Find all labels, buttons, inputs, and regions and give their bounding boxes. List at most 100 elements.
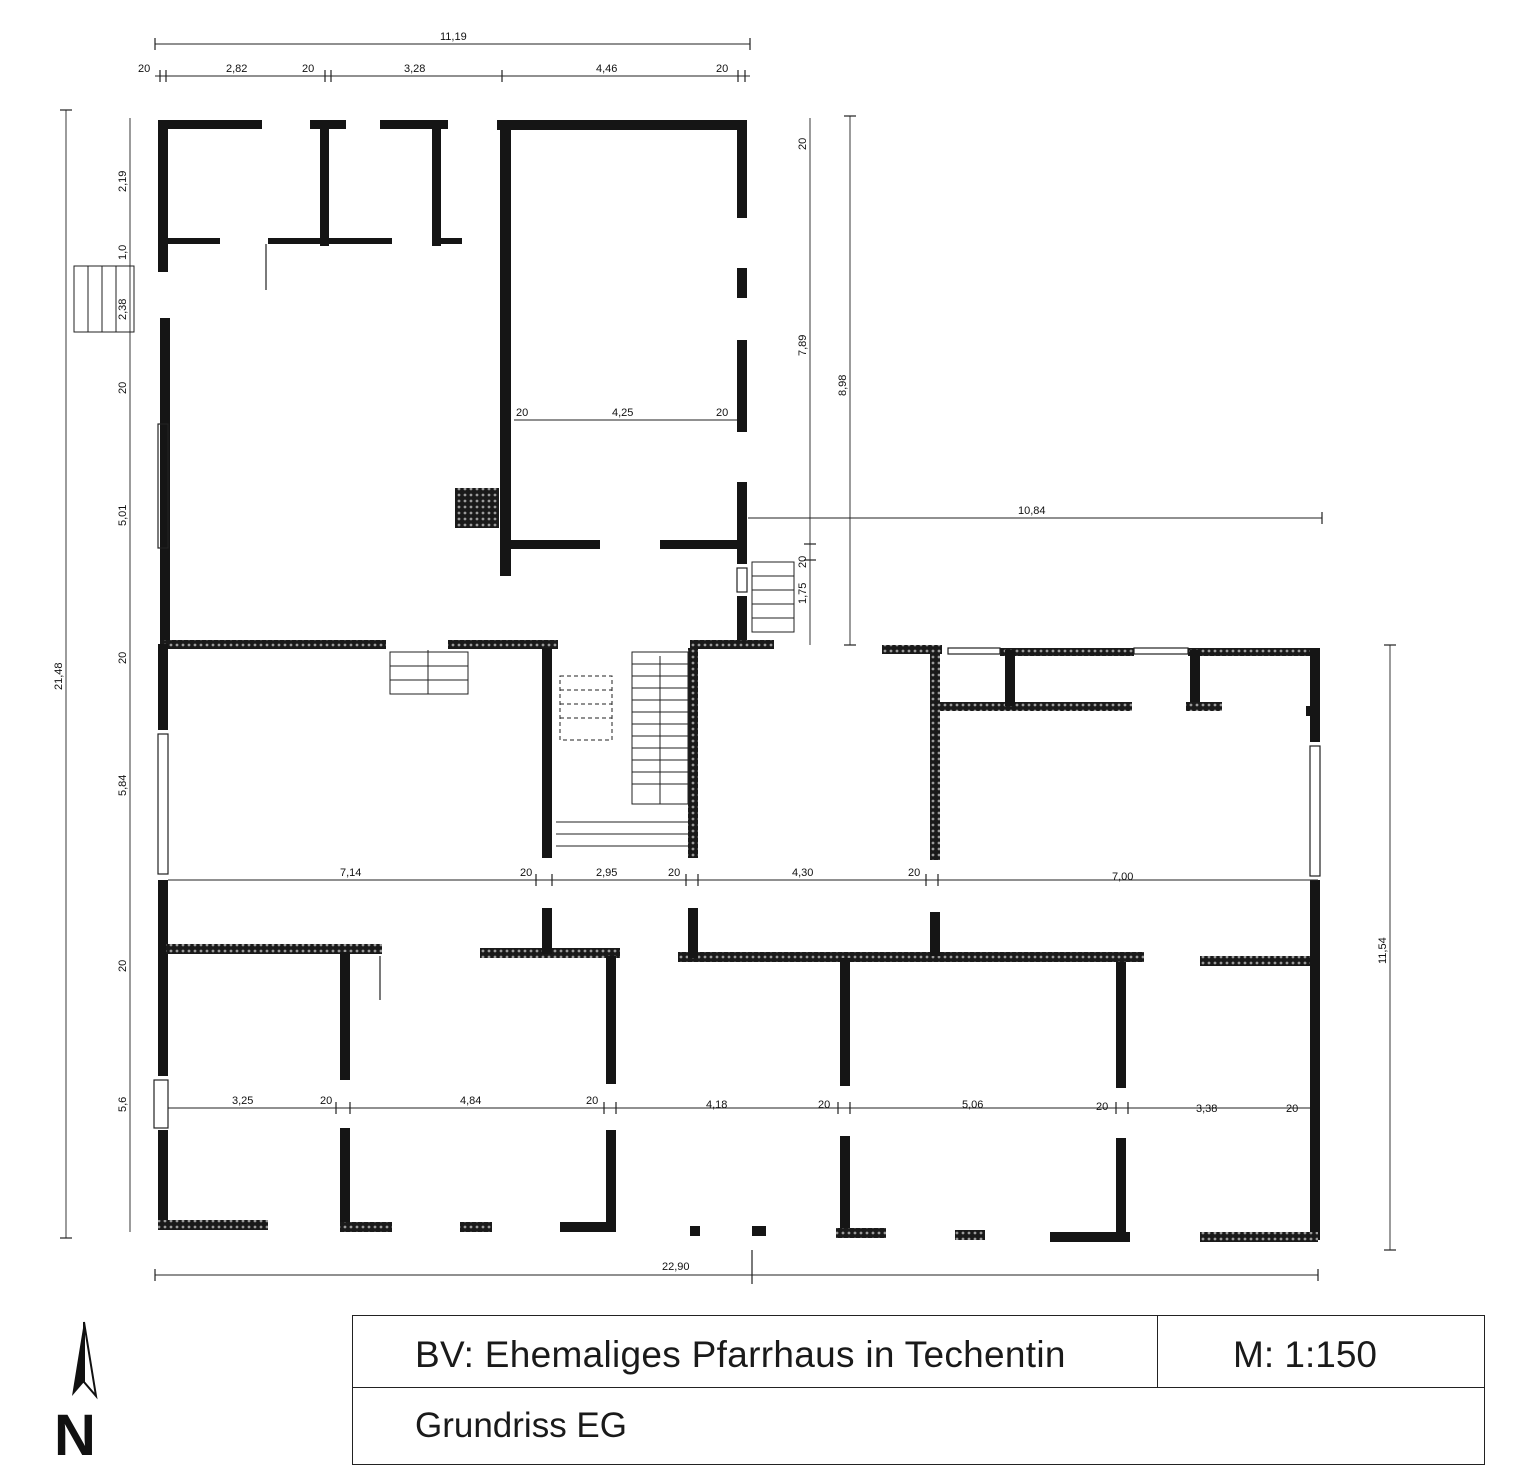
- dim-left-b: 1,0: [117, 245, 129, 260]
- wall: [158, 1220, 268, 1230]
- dim-right-b: 8,98: [837, 375, 849, 396]
- wall: [688, 648, 698, 858]
- dim-corridor-b: 2,95: [596, 867, 617, 879]
- wall: [1310, 880, 1320, 1240]
- wall: [678, 952, 1144, 962]
- dim-left-c: 2,38: [117, 299, 129, 320]
- wall: [882, 645, 942, 654]
- wall: [497, 120, 747, 130]
- dim-top-20c: 20: [716, 63, 728, 75]
- dim-inner-20b: 20: [716, 407, 728, 419]
- wall: [1200, 1232, 1318, 1242]
- dim-right-20: 20: [797, 556, 809, 568]
- wall: [460, 1222, 492, 1232]
- wall: [380, 120, 448, 129]
- window: [947, 647, 1001, 655]
- north-arrow: N: [50, 1320, 110, 1470]
- dim-south-20c: 20: [818, 1099, 830, 1111]
- dim-left-e: 5,84: [117, 775, 129, 796]
- wall: [836, 1228, 886, 1238]
- north-arrow-icon: [72, 1321, 98, 1400]
- wall: [320, 120, 329, 246]
- dim-left-20b: 20: [117, 652, 129, 664]
- dim-left-total: 21,48: [53, 662, 65, 690]
- wall: [340, 1128, 350, 1228]
- wall: [268, 238, 392, 244]
- window: [153, 1079, 169, 1129]
- scale-label: M: 1:150: [1233, 1334, 1377, 1375]
- wall: [737, 482, 747, 564]
- stairs: [73, 265, 795, 847]
- window: [1309, 745, 1321, 877]
- dim-corridor-20a: 20: [520, 867, 532, 879]
- walls-north-wing: [158, 120, 747, 648]
- dimension-lines: [65, 43, 1391, 1276]
- wall: [690, 1226, 700, 1236]
- walls-middle: [158, 640, 1320, 1240]
- dim-corridor-d: 7,00: [1112, 871, 1133, 883]
- wall: [660, 540, 744, 549]
- dim-left-20a: 20: [117, 382, 129, 394]
- wall: [166, 944, 382, 954]
- dim-left-f: 5,6: [117, 1097, 129, 1112]
- wall: [158, 120, 262, 129]
- dim-south-20d: 20: [1096, 1101, 1108, 1113]
- wall: [606, 1130, 616, 1230]
- dim-inner-20a: 20: [516, 407, 528, 419]
- wall: [690, 640, 774, 649]
- wall: [158, 1130, 168, 1230]
- wall: [955, 1230, 985, 1240]
- dim-top-total: 11,19: [440, 31, 467, 43]
- dim-corridor-a: 7,14: [340, 867, 361, 879]
- dim-south-b: 4,84: [460, 1095, 481, 1107]
- wall: [500, 124, 511, 576]
- floor-plan: 11,19 20 2,82 20 3,28 4,46 20 20 4,25 20…: [53, 31, 1396, 1284]
- wall: [840, 958, 850, 1086]
- dim-inner-width: 4,25: [612, 407, 633, 419]
- dim-left-d: 5,01: [117, 505, 129, 526]
- wall: [542, 908, 552, 954]
- wall: [930, 912, 940, 956]
- wall: [160, 318, 170, 648]
- drawing-title: Grundriss EG: [415, 1406, 627, 1445]
- dim-bottom-total: 22,90: [662, 1261, 690, 1273]
- dim-corridor-c: 4,30: [792, 867, 813, 879]
- dim-corridor-20c: 20: [908, 867, 920, 879]
- dim-right-a: 7,89: [797, 335, 809, 356]
- wall: [504, 540, 600, 549]
- dimension-ticks: [60, 38, 1396, 1284]
- title-row: BV: Ehemaliges Pfarrhaus in Techentin M:…: [353, 1316, 1484, 1388]
- wall: [1116, 1138, 1126, 1242]
- window: [157, 423, 169, 549]
- dim-south-20e: 20: [1286, 1103, 1298, 1115]
- window: [736, 567, 748, 593]
- project-title: BV: Ehemaliges Pfarrhaus in Techentin: [415, 1334, 1066, 1375]
- wall: [606, 956, 616, 1084]
- dim-top-a: 2,82: [226, 63, 247, 75]
- wall: [1050, 1232, 1130, 1242]
- wall: [1116, 962, 1126, 1088]
- title-block: BV: Ehemaliges Pfarrhaus in Techentin M:…: [352, 1315, 1485, 1465]
- wall: [737, 596, 747, 648]
- wall: [930, 648, 940, 860]
- wall: [160, 640, 386, 649]
- openings: [153, 244, 1321, 1129]
- dim-right-top-20: 20: [797, 138, 809, 150]
- wall: [158, 644, 168, 730]
- dim-corridor-20b: 20: [668, 867, 680, 879]
- dim-south-20b: 20: [586, 1095, 598, 1107]
- wall: [840, 1136, 850, 1236]
- north-letter: N: [54, 1403, 96, 1468]
- wall: [340, 952, 350, 1080]
- dim-south-20a: 20: [320, 1095, 332, 1107]
- wall: [1200, 956, 1310, 966]
- dim-top-20b: 20: [302, 63, 314, 75]
- wall: [158, 120, 168, 272]
- wall: [1005, 650, 1015, 706]
- wall: [158, 880, 168, 1076]
- wall: [168, 238, 220, 244]
- wall: [1190, 650, 1200, 706]
- wall: [340, 1222, 392, 1232]
- wall: [560, 1222, 616, 1232]
- dim-south-e: 3,38: [1196, 1103, 1217, 1115]
